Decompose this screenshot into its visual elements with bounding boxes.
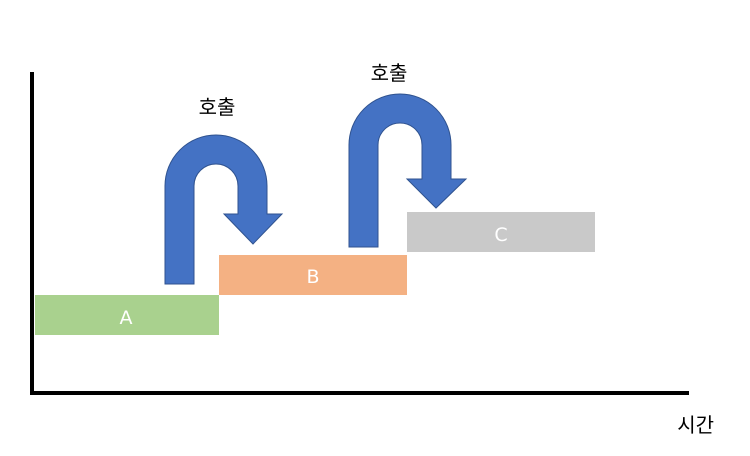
call-arrow-2 [348, 93, 468, 248]
block-a [35, 295, 219, 335]
call-arrow-1 [164, 134, 284, 285]
block-a-label: A [120, 307, 133, 329]
time-axis-label: 시간 [677, 413, 714, 437]
block-c-label: C [494, 224, 507, 246]
block-c [407, 212, 595, 252]
call-label-2: 호출 [371, 61, 408, 85]
call-label-1: 호출 [199, 95, 236, 119]
block-b-label: B [306, 266, 319, 288]
block-b [219, 255, 407, 295]
